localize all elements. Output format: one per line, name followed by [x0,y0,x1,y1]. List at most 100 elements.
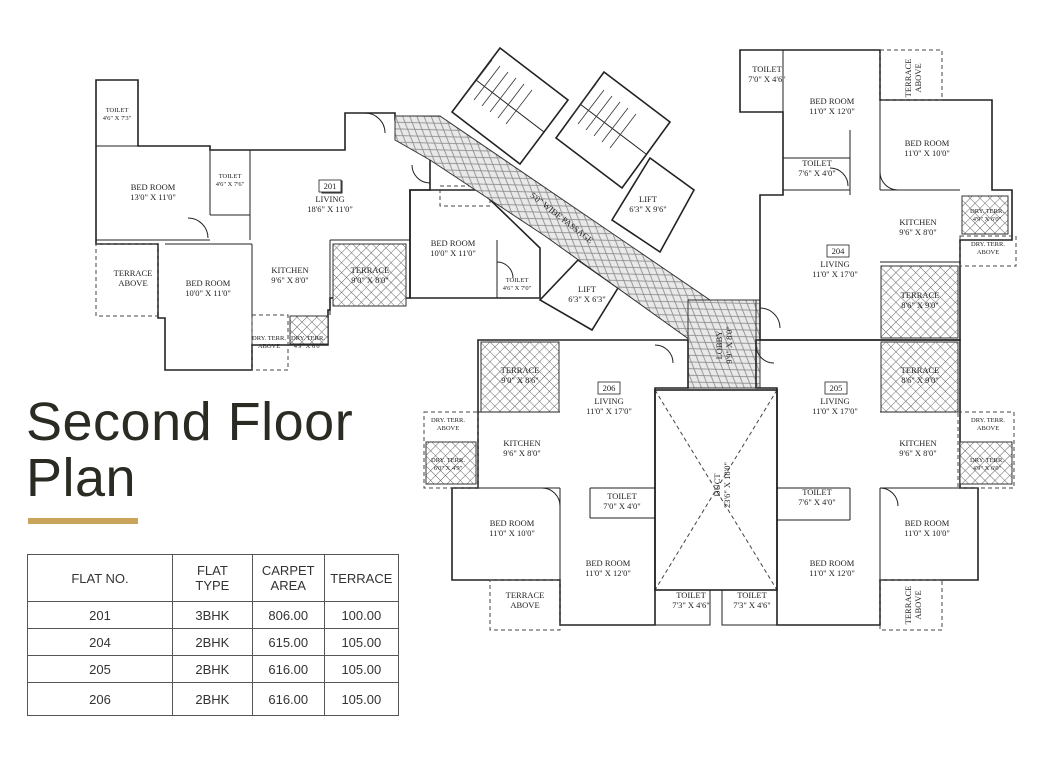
room-name: TOILET [676,590,706,600]
room-name: TOILET [106,107,129,114]
room-size: 7'6" X 4'0" [798,168,835,178]
cell-carpet: 616.00 [251,682,325,716]
cell-carpet: 806.00 [251,601,325,629]
room-size: 7'3" X 4'6" [672,600,709,610]
room-size: 4'9" X 6'0" [973,465,1002,472]
page-title-line-2: Plan [26,448,137,508]
room-size: 11'0" X 12'0" [809,568,855,578]
room-size: 7'0" X 4'6" [748,74,785,84]
room-label-f201-dryterr: DRY. TERR.4'9" X 6'0" [291,335,325,350]
flat-206 [423,339,711,631]
room-size: 11'0" X 10'0" [904,148,950,158]
room-name: TERRACE [506,590,545,600]
room-size: ABOVE [913,63,923,92]
room-name: TOILET [802,487,832,497]
header-carpet-line2: AREA [270,578,306,593]
staircase-2 [554,70,672,190]
cell-flat: 201 [27,601,173,629]
cell-carpet: 615.00 [251,628,325,656]
room-name: LOBBY [714,331,724,360]
room-size: 9'6" X 8'0" [899,448,936,458]
page-title-line-1: Second Floor [26,392,354,452]
room-name: TERRACE [903,586,913,625]
room-size: ABOVE [977,425,999,432]
room-name: DRY. TERR. [431,457,465,464]
flat-number-206: 206 [603,383,616,393]
cell-type: 3BHK [171,601,253,629]
flat-number-205: 205 [830,383,843,393]
cell-carpet: 616.00 [251,655,325,683]
room-name: BED ROOM [905,138,950,148]
room-name: TERRACE [901,365,940,375]
room-label-f204-dryterr-above: DRY. TERR.ABOVE [971,241,1005,256]
header-flat-type-line2: TYPE [195,578,230,593]
table-row: 206 2BHK 616.00 105.00 [27,682,400,716]
room-size: ABOVE [977,249,999,256]
room-size: ABOVE [510,600,539,610]
flat-number-204: 204 [832,246,846,256]
room-label-f205-dryterr: DRY. TERR.4'9" X 6'0" [970,457,1004,472]
room-name: DRY. TERR. [971,417,1005,424]
room-name: BED ROOM [586,558,631,568]
room-size: 11'0" X 17'0" [812,269,858,279]
room-name: DRY. TERR. [291,335,325,342]
room-name: LIVING [820,396,849,406]
room-size: 9'0" X 8'6" [501,375,538,385]
room-name: TERRACE [903,59,913,98]
room-name: BED ROOM [810,96,855,106]
room-size: 4'9" X 6'0" [294,343,323,350]
room-size: 11'0" X 10'0" [904,528,950,538]
flat-number-201: 201 [324,181,337,191]
room-size: ABOVE [913,590,923,619]
room-size: 9'6" X 8'0" [899,227,936,237]
room-size: 4'6" X 7'6" [216,181,245,188]
room-name: TERRACE [351,265,390,275]
room-label-f201-dryterr-above: DRY. TERR.ABOVE [252,335,286,350]
staircase-1 [450,46,570,166]
flat-205 [721,339,1015,631]
room-name: LIFT [578,284,597,294]
room-name: DRY. TERR. [252,335,286,342]
room-size: 9'9" X 8'0" [724,326,734,363]
room-label-f206-dryterr-above: DRY. TERR.ABOVE [431,417,465,432]
header-flat-no: FLAT NO. [27,554,173,602]
room-size: ABOVE [258,343,280,350]
room-label-f205-dryterr-above: DRY. TERR.ABOVE [971,417,1005,432]
room-size: 11'0" X 10'0" [489,528,535,538]
room-name: TOILET [752,64,782,74]
table-row: 205 2BHK 616.00 105.00 [27,655,400,683]
room-size: 6'3" X 6'3" [568,294,605,304]
cell-terrace: 105.00 [323,682,400,716]
lobby [687,299,757,389]
room-label-f204-dryterr: DRY. TERR.4'9" X 6'0" [970,208,1004,223]
room-size: 7'0" X 4'0" [603,501,640,511]
room-name: KITCHEN [899,217,936,227]
